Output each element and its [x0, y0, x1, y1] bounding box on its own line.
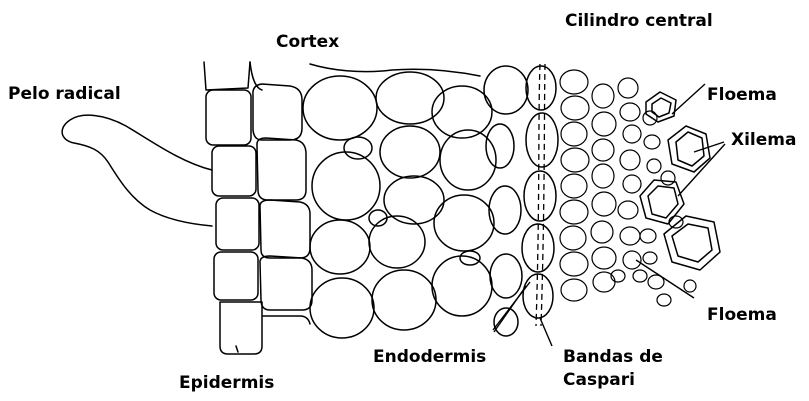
cortex-parenchyma-cells: [303, 64, 528, 338]
label-cilindro-central: Cilindro central: [565, 11, 713, 31]
outer-cortex-cells: [250, 62, 312, 324]
label-endodermis: Endodermis: [373, 347, 486, 367]
label-caspari: Caspari: [563, 370, 635, 390]
label-floema-top: Floema: [707, 85, 777, 105]
label-pelo-radical: Pelo radical: [8, 84, 121, 104]
casparian-strip-line: [536, 64, 540, 326]
label-cortex: Cortex: [276, 32, 339, 52]
label-bandas-de: Bandas de: [563, 347, 663, 367]
label-epidermis: Epidermis: [179, 373, 274, 393]
label-xilema: Xilema: [731, 130, 796, 150]
endodermis-cells: [522, 64, 558, 326]
xylem-vessels: [640, 92, 720, 270]
label-floema-bottom: Floema: [707, 305, 777, 325]
root-hair: [62, 115, 212, 226]
